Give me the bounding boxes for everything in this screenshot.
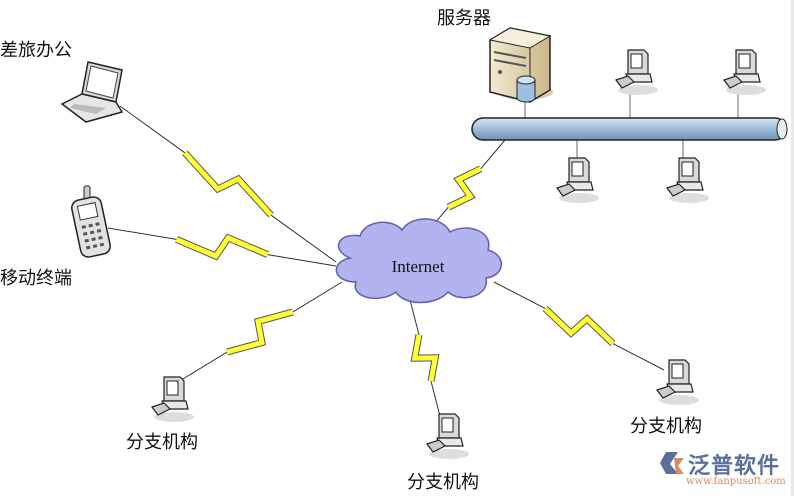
server-label: 服务器 <box>437 8 491 29</box>
logo-icon <box>660 452 684 474</box>
lightning-bolt <box>411 334 439 382</box>
network-bus <box>471 90 788 160</box>
link-branch-bottom <box>409 299 441 417</box>
link-travel-office <box>119 105 337 263</box>
computer-icon <box>615 49 659 96</box>
right-edge <box>791 0 794 496</box>
lightning-bolt <box>175 234 269 260</box>
mobile-terminal-label: 移动终端 <box>0 268 72 289</box>
computer-icon <box>723 49 767 96</box>
lightning-bolt <box>226 309 294 355</box>
link-branch-left <box>177 281 343 383</box>
link-server <box>423 139 506 237</box>
mobile-phone-icon <box>71 185 111 258</box>
lightning-bolt <box>447 166 482 210</box>
branch-computer-icon <box>151 376 195 423</box>
branch-right-label: 分支机构 <box>630 416 702 437</box>
computer-icon <box>666 157 710 204</box>
internet-cloud: Internet <box>335 218 502 304</box>
lightning-bolt <box>182 151 274 217</box>
branch-left-label: 分支机构 <box>126 432 198 453</box>
logo-name: 泛普软件 <box>688 454 781 479</box>
computer-icon <box>556 157 600 204</box>
link-branch-right <box>493 281 665 371</box>
lightning-bolt <box>543 306 615 346</box>
database-icon <box>516 75 536 103</box>
logo-url: www.fanpusoft.com <box>686 476 786 487</box>
branch-computer-icon <box>656 359 700 406</box>
laptop-icon <box>60 61 124 123</box>
server-icon <box>488 27 553 103</box>
travel-office-label: 差旅办公 <box>0 40 72 61</box>
branch-computer-icon <box>426 413 470 460</box>
branch-bottom-label: 分支机构 <box>407 472 479 493</box>
link-mobile-terminal <box>107 227 337 267</box>
internet-label: Internet <box>392 257 445 276</box>
